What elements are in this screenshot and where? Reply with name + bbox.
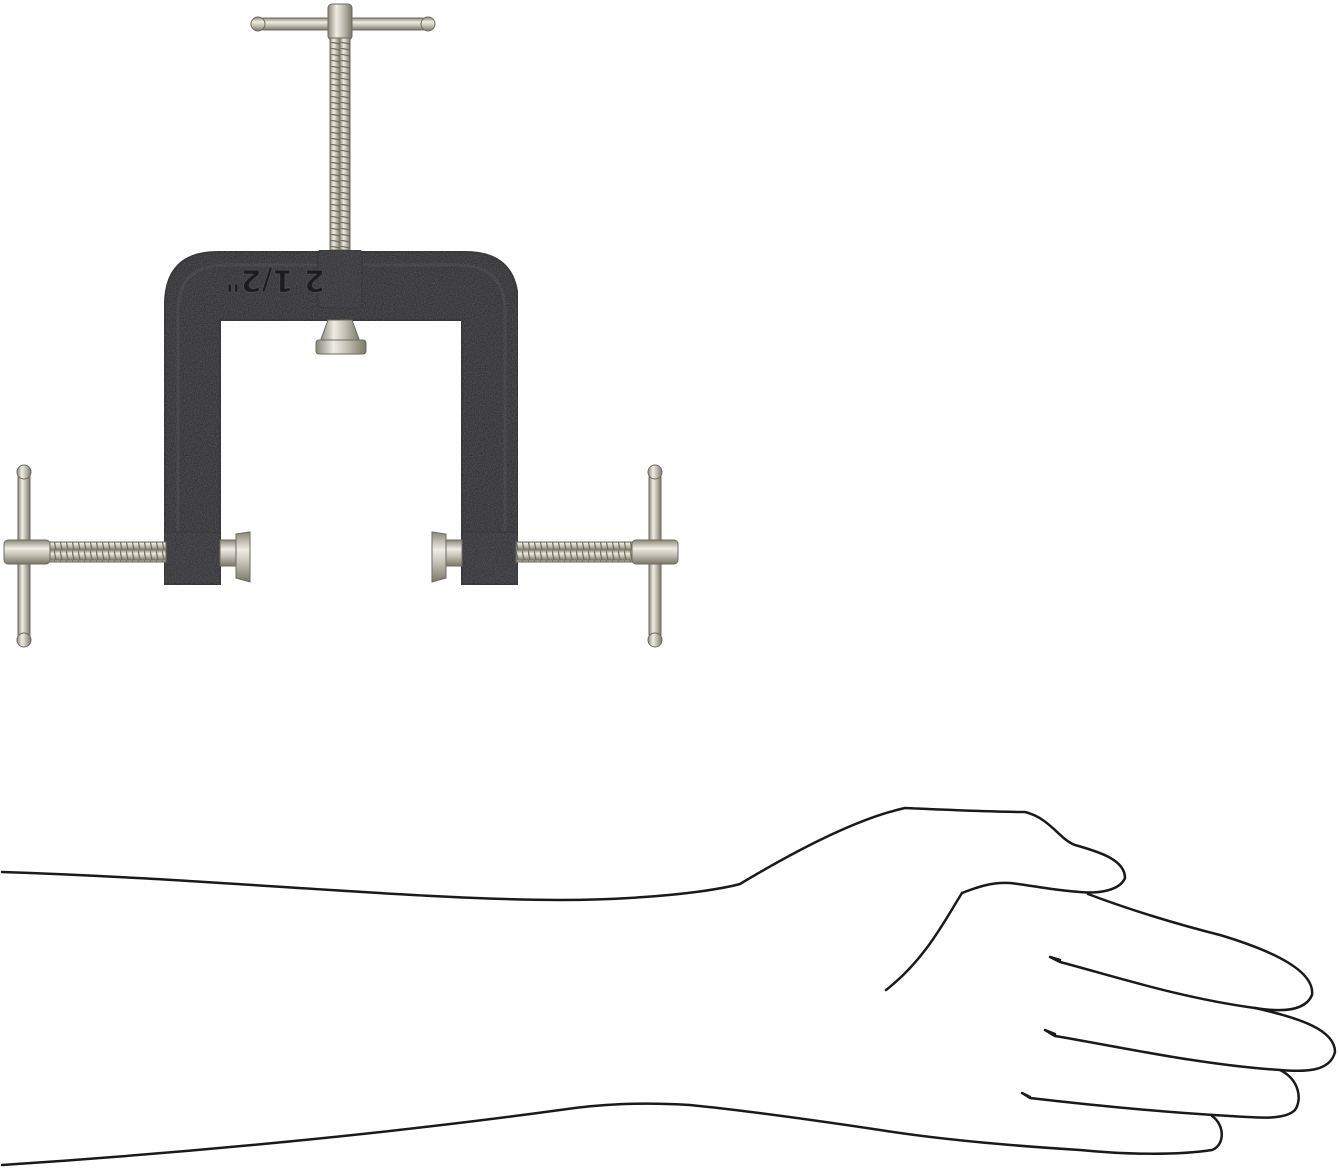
left-swivel-pad: [219, 531, 251, 583]
top-t-handle[interactable]: [250, 3, 436, 41]
arm-hand-outline: [0, 806, 1337, 1167]
right-swivel-pad: [431, 531, 463, 583]
forearm-top-edge: [0, 806, 1127, 902]
right-t-handle[interactable]: [631, 464, 679, 648]
ring-finger: [1020, 1068, 1300, 1119]
little-finger-and-lower-edge: [0, 1102, 1223, 1167]
left-t-handle[interactable]: [3, 464, 51, 648]
size-marking: 2 1/2": [225, 262, 325, 297]
middle-finger: [1043, 1006, 1337, 1073]
index-finger: [1048, 892, 1314, 1012]
palm-crease: [884, 891, 964, 992]
three-way-clamp: 2 1/2": [3, 3, 679, 648]
right-screw: [515, 541, 635, 563]
top-swivel-pad: [315, 319, 367, 355]
top-screw: [329, 37, 351, 251]
clamp-frame: [163, 249, 519, 586]
left-screw: [47, 541, 167, 563]
